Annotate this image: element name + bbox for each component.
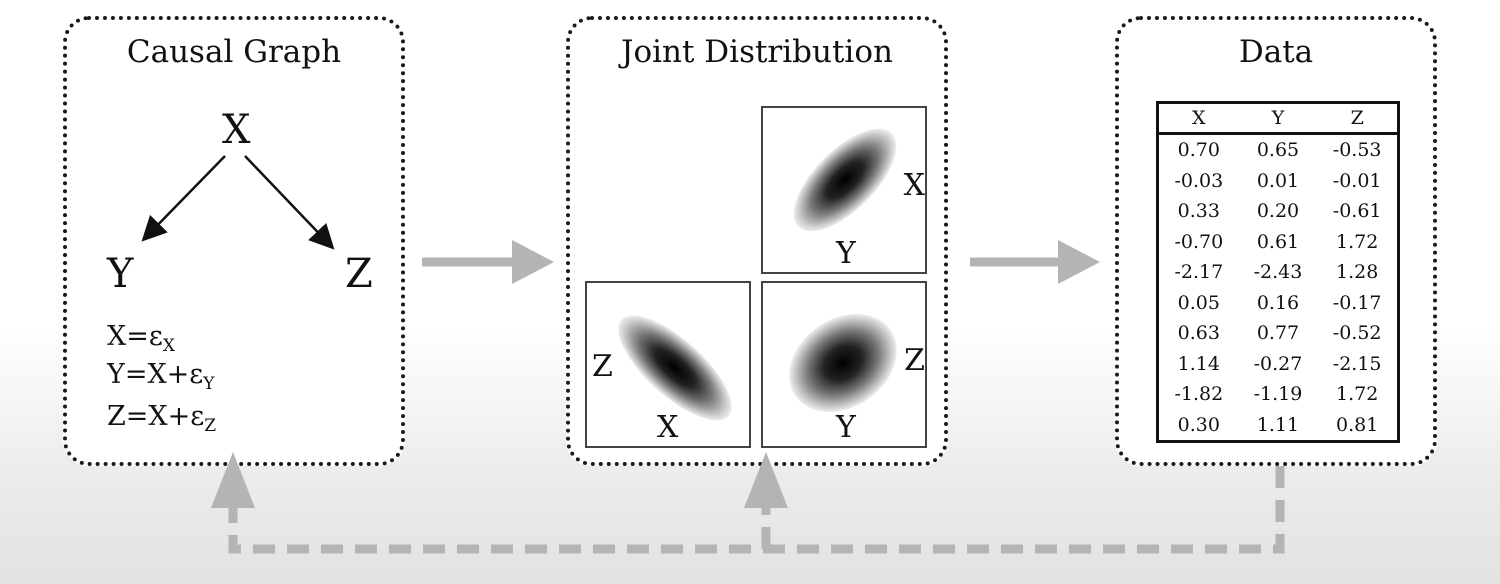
plot-zx-bottom-label: X [657,410,679,445]
table-cell-y: -1.19 [1253,383,1303,406]
causal-graph-title: Causal Graph [126,34,342,70]
table-cell-z: 1.72 [1336,230,1379,253]
table-cell-y: 0.61 [1256,230,1300,253]
table-header-row: X Y Z [1157,102,1399,135]
column-header-z: Z [1317,102,1399,135]
table-body: 0.70 0.65 -0.53 -0.03 0.01 -0.01 0.33 0.20 -0.61… [1158,134,1399,442]
arrow-joint-to-data-head [1058,240,1100,284]
table-cell-y: 1.11 [1256,413,1300,436]
joint-distribution-title: Joint Distribution [621,34,893,70]
table-cell-x: 0.63 [1177,322,1220,345]
edge-x-to-y [141,155,226,242]
table-cell-y: 0.77 [1256,322,1300,345]
table-cell-y: 0.65 [1256,139,1300,162]
data-title: Data [1238,34,1314,70]
table-row: 1.14 -0.27 -2.15 [1158,349,1399,380]
table-cell-x: 0.05 [1177,291,1220,314]
density-zy [789,313,897,413]
table-row: -1.82 -1.19 1.72 [1158,379,1399,410]
plot-zy-right-label: Z [904,343,925,378]
plot-zy-bottom-label: Y [836,410,856,445]
plot-zx: Z X [585,281,751,448]
causal-edges [141,155,335,250]
table-cell-x: 0.33 [1177,200,1220,223]
joint-distribution-panel: Joint Distribution X Y [566,16,948,466]
table-cell-y: -0.27 [1253,352,1303,375]
equation-x: X=εX [107,321,175,357]
node-y: Y [107,251,134,297]
table-cell-x: 0.70 [1177,139,1220,162]
table-cell-x: -2.17 [1174,261,1224,284]
density-xy [793,128,897,232]
density-zx [618,315,732,421]
equation-z: Z=X+εZ [107,401,217,437]
table-cell-x: -0.70 [1174,230,1224,253]
table-row: 0.05 0.16 -0.17 [1158,288,1399,319]
arrow-graph-to-joint-head [512,240,554,284]
table-cell-z: -0.52 [1332,322,1382,345]
table-row: -2.17 -2.43 1.28 [1158,257,1399,288]
column-header-y: Y [1238,102,1318,135]
plot-xy-right-label: X [903,168,925,203]
table-cell-y: 0.01 [1256,169,1300,192]
table-row: -0.03 0.01 -0.01 [1158,166,1399,197]
equation-y: Y=X+εY [107,359,215,395]
table-row: 0.63 0.77 -0.52 [1158,318,1399,349]
table-cell-z: -0.01 [1332,169,1382,192]
table-row: 0.70 0.65 -0.53 [1158,134,1399,166]
causal-graph-panel: Causal Graph X Y Z X=εX Y=X+εY Z=X+εZ [63,16,405,466]
node-x: X [222,107,251,153]
node-z: Z [345,251,373,297]
table-cell-x: -0.03 [1174,169,1224,192]
plot-zy: Z Y [761,281,927,448]
table-cell-x: 1.14 [1177,352,1220,375]
edge-x-to-z [244,155,335,250]
table-row: 0.30 1.11 0.81 [1158,410,1399,442]
table-cell-z: -0.53 [1332,139,1382,162]
data-table: X Y Z 0.70 0.65 -0.53 -0.03 0.01 -0.01 0.33 0.2… [1156,101,1400,443]
table-row: -0.70 0.61 1.72 [1158,227,1399,258]
table-cell-x: 0.30 [1177,413,1220,436]
plot-xy-bottom-label: Y [836,236,856,271]
table-row: 0.33 0.20 -0.61 [1158,196,1399,227]
column-header-x: X [1157,102,1239,135]
table-cell-z: -2.15 [1332,352,1382,375]
table-cell-z: 1.72 [1336,383,1379,406]
table-cell-z: -0.61 [1332,200,1382,223]
feedback-arrow-to-joint [744,452,788,508]
table-cell-y: 0.16 [1256,291,1300,314]
plot-xy: X Y [761,106,927,274]
table-cell-y: -2.43 [1253,261,1303,284]
plot-zx-left-label: Z [592,349,613,384]
table-cell-x: -1.82 [1174,383,1224,406]
feedback-dashed-path [228,466,1285,554]
table-cell-z: -0.17 [1332,291,1382,314]
table-cell-z: 0.81 [1336,413,1379,436]
table-cell-z: 1.28 [1336,261,1379,284]
feedback-arrow-to-graph [211,452,255,508]
table-cell-y: 0.20 [1256,200,1300,223]
